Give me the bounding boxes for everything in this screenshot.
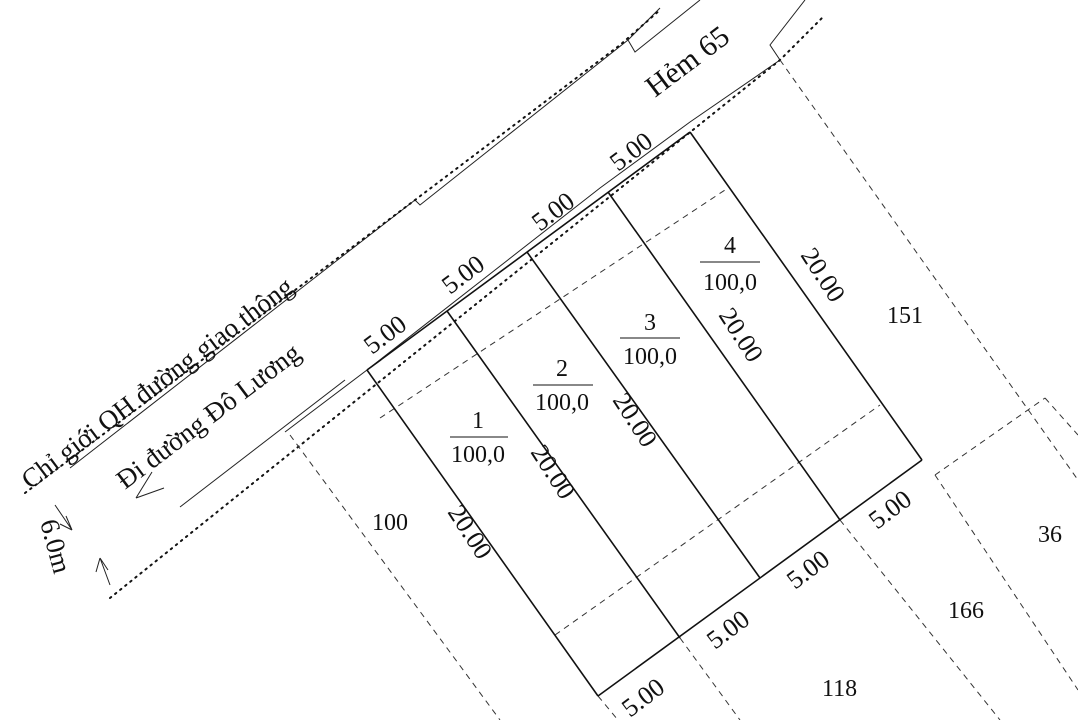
lot-1-right-side-dim: 20.00 — [525, 439, 581, 504]
road-direction-arrow-icon — [135, 471, 165, 499]
lot-3-area: 100,0 — [623, 344, 677, 370]
neighbor-parcel-118: 118 — [822, 676, 857, 702]
lot-2-number: 2 — [556, 356, 568, 382]
lot-inner-line — [554, 404, 881, 636]
lot-divider-3-4 — [607, 191, 841, 521]
neighbor-parcel-100: 100 — [372, 510, 408, 536]
lot-2-label: 2 100,0 — [533, 356, 593, 416]
neighbor-line — [597, 695, 619, 720]
lot-4-front-dim: 5.00 — [604, 126, 658, 177]
lot-2-area: 100,0 — [535, 390, 589, 416]
neighbor-line — [679, 637, 741, 720]
road-width-label: 6.0m — [34, 516, 77, 577]
lot-inner-line — [379, 189, 726, 419]
lot-1-front-dim: 5.00 — [358, 309, 412, 360]
road-direction-arrow-line — [179, 379, 346, 508]
width-arrow-top-icon — [54, 504, 73, 531]
lots-outline — [366, 131, 923, 697]
lot-2-front-dim: 5.00 — [436, 249, 490, 300]
neighbor-line — [1044, 397, 1078, 436]
lot-3-front-dim: 5.00 — [526, 186, 580, 237]
lot-1-area: 100,0 — [451, 442, 505, 468]
lot-3-back-dim: 5.00 — [781, 544, 835, 595]
lot-4-label: 4 100,0 — [700, 233, 760, 296]
lot-divider-1-2 — [446, 310, 681, 639]
lot-4-back-dim: 5.00 — [863, 484, 917, 535]
neighbor-parcel-151: 151 — [887, 303, 923, 329]
lot-3-number: 3 — [644, 310, 656, 336]
lot-1-left-edge — [366, 369, 599, 697]
neighbor-parcel-36: 36 — [1038, 522, 1062, 548]
lot-3-label: 3 100,0 — [620, 310, 680, 370]
lots-front-edge — [366, 131, 691, 371]
lot-1-label: 1 100,0 — [450, 408, 508, 468]
lot-2-right-side-dim: 20.00 — [607, 387, 663, 452]
upper-road-line — [69, 7, 661, 469]
upper-road-line-2 — [627, 0, 701, 53]
lot-4-right-edge — [689, 131, 923, 461]
neighbor-line — [934, 474, 1078, 691]
neighbor-boundaries — [289, 59, 1078, 720]
lot-1-number: 1 — [472, 408, 484, 434]
neighbor-parcel-166: 166 — [948, 598, 984, 624]
road-lines — [24, 0, 826, 599]
width-arrow-bottom-icon — [95, 557, 111, 586]
lot-4-right-side-dim: 20.00 — [795, 242, 851, 307]
neighbor-line — [289, 434, 501, 720]
lot-1-left-side-dim: 20.00 — [442, 499, 498, 564]
lot-1-back-dim: 5.00 — [616, 672, 670, 720]
lot-4-area: 100,0 — [703, 270, 757, 296]
alley-label: Hẻm 65 — [639, 20, 735, 104]
lot-4-number: 4 — [724, 233, 736, 259]
lot-3-right-side-dim: 20.00 — [713, 302, 769, 367]
lot-2-back-dim: 5.00 — [701, 604, 755, 655]
neighbor-line — [934, 397, 1046, 476]
lot-divider-2-3 — [526, 251, 761, 579]
neighbor-line — [839, 519, 1001, 720]
